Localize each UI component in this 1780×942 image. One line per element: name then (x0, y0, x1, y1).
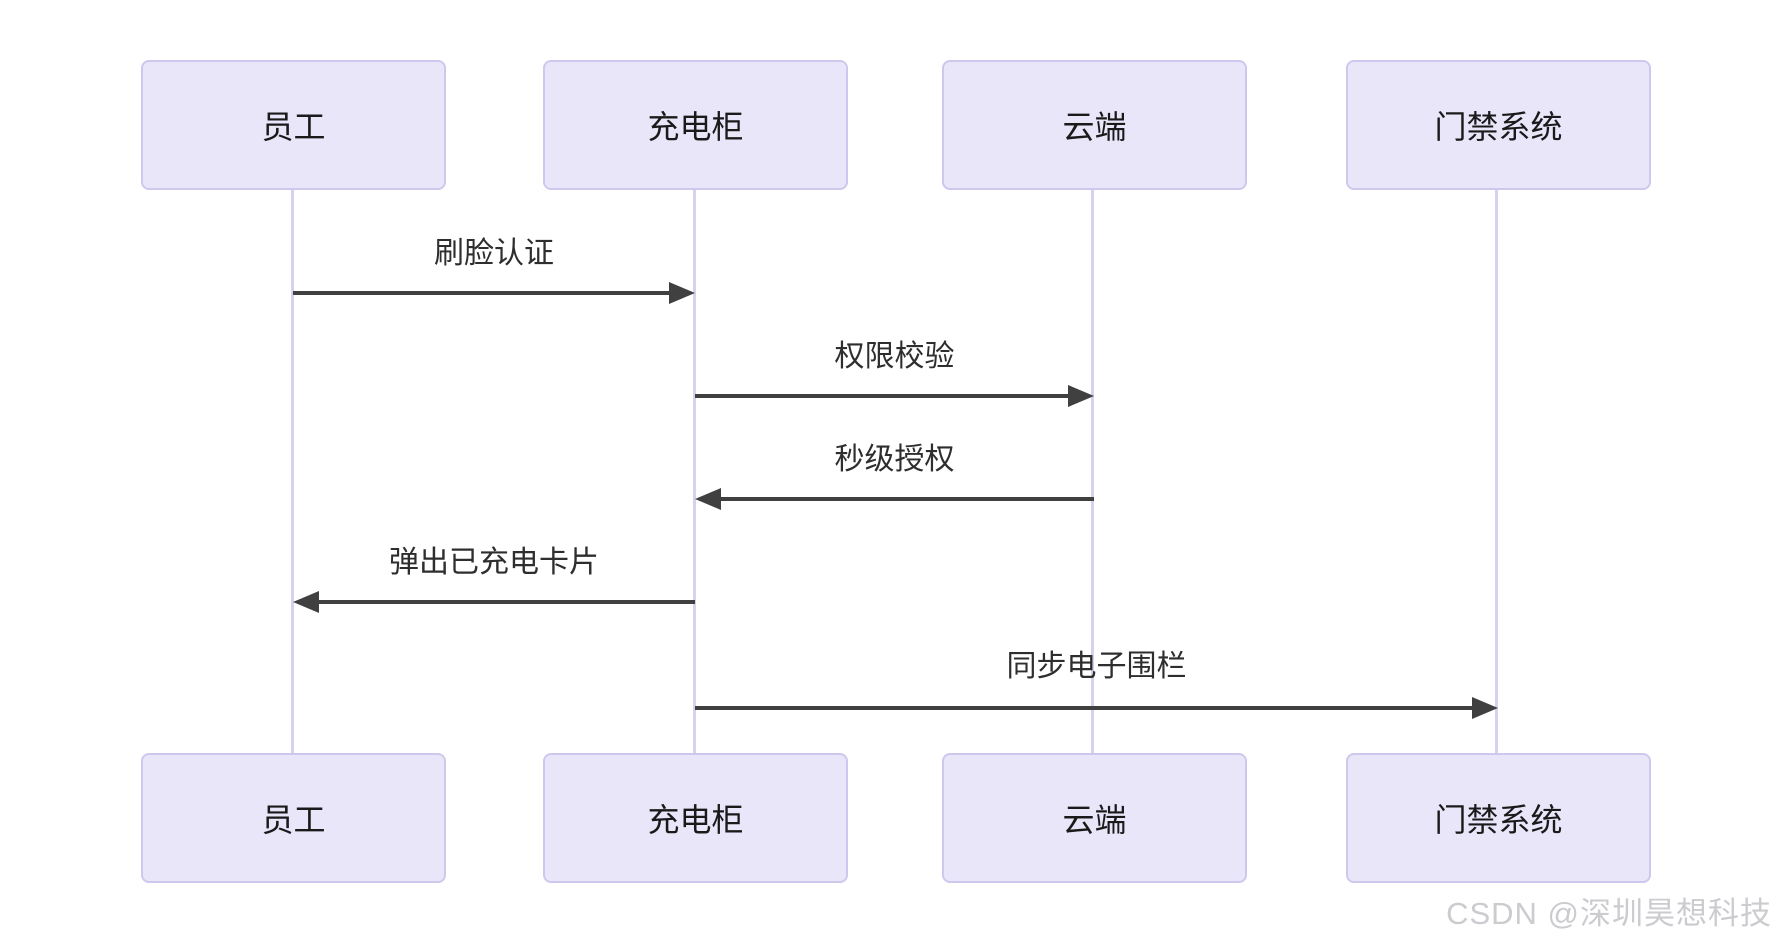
arrow-head-left-icon (695, 488, 721, 510)
lifeline-employee (291, 190, 294, 755)
message-label-instant-authorization: 秒级授权 (834, 443, 955, 476)
actor-bottom-employee: 员工 (141, 753, 446, 883)
message-arrow-line (695, 394, 1070, 398)
actor-top-cloud: 云端 (942, 60, 1247, 190)
message-arrow-line (317, 600, 695, 604)
actor-label: 云端 (1062, 802, 1127, 838)
actor-top-charging-cabinet: 充电柜 (543, 60, 848, 190)
actor-label: 员工 (261, 802, 326, 838)
watermark: CSDN @深圳昊想科技 (1446, 896, 1772, 931)
actor-label: 云端 (1062, 109, 1127, 145)
arrow-head-right-icon (669, 282, 695, 304)
actor-bottom-access-control-system: 门禁系统 (1346, 753, 1651, 883)
actor-top-employee: 员工 (141, 60, 446, 190)
actor-label: 门禁系统 (1434, 802, 1563, 838)
actor-top-access-control-system: 门禁系统 (1346, 60, 1651, 190)
message-arrow-line (293, 291, 671, 295)
actor-bottom-cloud: 云端 (942, 753, 1247, 883)
actor-label: 充电柜 (647, 802, 744, 838)
arrow-head-right-icon (1472, 697, 1498, 719)
message-label-eject-charged-card: 弹出已充电卡片 (389, 546, 599, 579)
lifeline-cloud (1091, 190, 1094, 755)
actor-bottom-charging-cabinet: 充电柜 (543, 753, 848, 883)
actor-label: 充电柜 (647, 109, 744, 145)
message-arrow-line (695, 706, 1474, 710)
arrow-head-right-icon (1068, 385, 1094, 407)
actor-label: 门禁系统 (1434, 109, 1563, 145)
arrow-head-left-icon (293, 591, 319, 613)
lifeline-access-control-system (1495, 190, 1498, 755)
message-arrow-line (719, 497, 1094, 501)
message-label-permission-check: 权限校验 (834, 340, 955, 373)
actor-label: 员工 (261, 109, 326, 145)
message-label-face-auth: 刷脸认证 (434, 237, 554, 270)
lifeline-charging-cabinet (693, 190, 696, 755)
message-label-sync-electronic-fence: 同步电子围栏 (1006, 650, 1187, 683)
